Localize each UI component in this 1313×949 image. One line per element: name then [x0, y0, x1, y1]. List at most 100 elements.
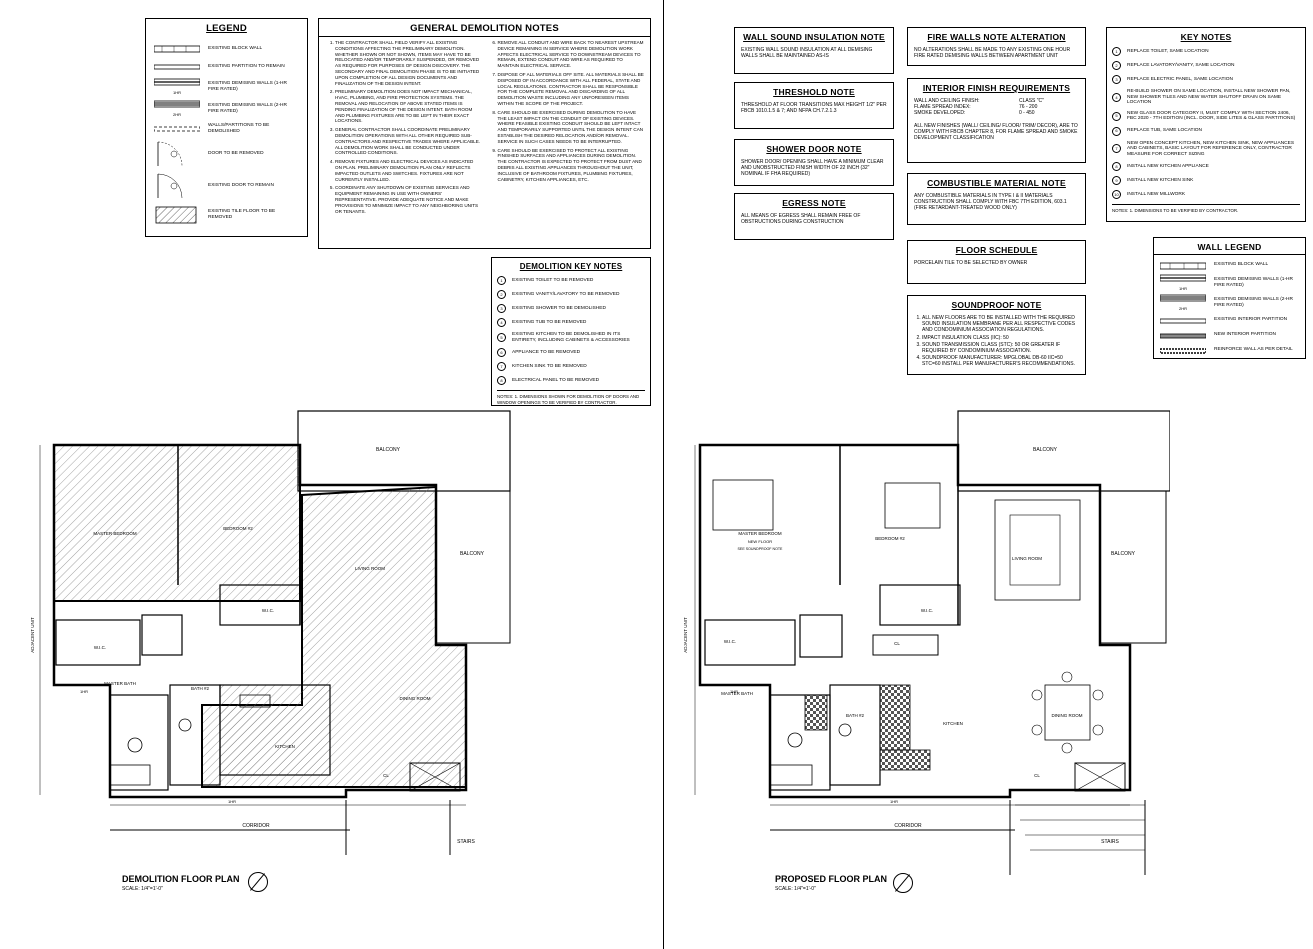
- soundproof-item: SOUNDPROOF MANUFACTURER: MPGLOBAL DB-60 …: [922, 355, 1079, 367]
- soundproof-title: SOUNDPROOF NOTE: [951, 300, 1042, 310]
- interior-finish-requirements: INTERIOR FINISH REQUIREMENTS WALL AND CE…: [907, 78, 1086, 163]
- key-note-item: 5 NEW GLASS DOOR CATEGORY II, MUST COMPLY…: [1112, 111, 1300, 122]
- key-text: NEW GLASS DOOR CATEGORY II, MUST COMPLY …: [1127, 110, 1296, 122]
- demolition-floor-plan: BALCONY BALCONY MASTER BEDROOM BEDROOM #…: [30, 410, 511, 855]
- room-label-bed2: BEDROOM #2: [875, 536, 905, 541]
- key-text: INSTALL NEW KITCHEN SINK: [1127, 177, 1194, 183]
- 2hr-wall-symbol: [153, 100, 201, 108]
- threshold-title: THRESHOLD NOTE: [773, 87, 855, 97]
- finish-key: FLAME SPREAD INDEX:: [914, 104, 971, 111]
- key-number: 3: [497, 304, 506, 313]
- room-label-balcony-top: BALCONY: [376, 447, 401, 453]
- shower-door-note: SHOWER DOOR NOTE SHOWER DOOR/ OPENING SH…: [734, 139, 894, 186]
- room-label-corridor: CORRIDOR: [242, 823, 270, 829]
- finish-row: FLAME SPREAD INDEX: 76 - 200: [914, 104, 1079, 110]
- wall-legend: WALL LEGEND EXISTING BLOCK WALL 1HR EXIS…: [1153, 237, 1306, 359]
- legend-row: 2HR EXISTING DEMISING WALLS (2-HR FIRE R…: [153, 98, 299, 120]
- key-text: REPLACE LAVATORY/VANITY, SAME LOCATION: [1127, 62, 1235, 68]
- room-label-dining: DINING ROOM: [1052, 713, 1083, 718]
- demo-note: REMOVE FIXTURES AND ELECTRICAL DEVICES A…: [335, 159, 482, 182]
- fire-walls-note: FIRE WALLS NOTE ALTERATION NO ALTERATION…: [907, 27, 1086, 66]
- wall-sound-text: EXISTING WALL SOUND INSULATION AT ALL DE…: [741, 47, 873, 60]
- wall-sound-note: WALL SOUND INSULATION NOTE EXISTING WALL…: [734, 27, 894, 74]
- key-text: EXISTING SHOWER TO BE DEMOLISHED: [512, 305, 606, 311]
- key-text: RE-BUILD SHOWER ON SAME LOCATION, INSTAL…: [1127, 89, 1291, 105]
- key-number: 7: [1112, 144, 1121, 154]
- door-removed-symbol: [157, 141, 183, 167]
- wall-legend-label: EXISTING INTERIOR PARTITION: [1214, 317, 1288, 323]
- proposed-plan-title: PROPOSED FLOOR PLAN: [775, 874, 888, 884]
- wall-legend-label: NEW INTERIOR PARTITION: [1214, 332, 1276, 338]
- demolish-wall-symbol: [154, 126, 200, 132]
- room-label-balcony-top: BALCONY: [1033, 447, 1058, 453]
- room-label-wic: W.I.C.: [94, 645, 106, 650]
- demolition-key-title: DEMOLITION KEY NOTES: [519, 262, 623, 271]
- key-notes-title: KEY NOTES: [1180, 32, 1232, 42]
- legend-row: EXISTING DOOR TO REMAIN: [154, 170, 299, 202]
- soundproof-item: SOUND TRANSMISSION CLASS (STC): 50 OR GR…: [922, 342, 1079, 354]
- partition-symbol: [154, 64, 200, 70]
- room-label-kitchen: KITCHEN: [943, 721, 963, 726]
- sheet-divider: [663, 0, 664, 949]
- block-wall-symbol: [154, 45, 200, 53]
- finish-value: 0 - 450: [1019, 110, 1035, 117]
- key-note-item: 10 INSTALL NEW MILLWORK: [1112, 190, 1300, 199]
- key-number: 10: [1112, 190, 1121, 199]
- wall-legend-title: WALL LEGEND: [1154, 238, 1305, 255]
- room-label-cl: CL: [383, 773, 389, 778]
- legend-title: LEGEND: [206, 23, 247, 34]
- soundproof-note: SOUNDPROOF NOTE ALL NEW FLOORS ARE TO BE…: [907, 295, 1086, 375]
- finish-text: ALL NEW FINISHES (WALL/ CEILING/ FLOOR/ …: [914, 122, 1078, 142]
- finish-value: 76 - 200: [1019, 104, 1038, 111]
- interior-finish-title: INTERIOR FINISH REQUIREMENTS: [922, 83, 1071, 93]
- finish-value: CLASS "C": [1019, 98, 1044, 104]
- soundproof-ref: SEE SOUNDPROOF NOTE: [738, 547, 784, 551]
- room-label-mbath: MASTER BATH: [104, 681, 136, 686]
- demo-note: CARE SHOULD BE EXERCISED TO PROTECT ALL …: [498, 148, 645, 183]
- key-text: INSTALL NEW MILLWORK: [1127, 191, 1186, 197]
- legend-tag: 2HR: [172, 111, 181, 117]
- key-number: 5: [1112, 111, 1121, 121]
- finish-key: WALL AND CEILING FINISH:: [914, 98, 980, 104]
- label-1hr: 1HR: [80, 689, 88, 694]
- key-text: NEW OPEN CONCEPT KITCHEN, NEW KITCHEN SI…: [1127, 140, 1295, 157]
- shower-door-text: SHOWER DOOR/ OPENING SHALL HAVE A MINIMU…: [741, 159, 884, 178]
- room-label-corridor: CORRIDOR: [894, 823, 922, 829]
- room-label-cl: CL: [894, 641, 900, 646]
- combustible-material-note: COMBUSTIBLE MATERIAL NOTE ANY COMBUSTIBL…: [907, 173, 1086, 225]
- finish-key: SMOKE DEVELOPED:: [914, 110, 966, 117]
- wall-legend-row: 2HR EXISTING DEMISING WALLS (2-HR FIRE R…: [1159, 293, 1299, 313]
- demolition-plan-scale: SCALE: 1/4"=1'-0": [122, 886, 163, 892]
- label-1hr: 1HR: [228, 799, 236, 804]
- key-text: EXISTING VANITY/LAVATORY TO BE REMOVED: [512, 291, 620, 297]
- room-label-master: MASTER BEDROOM: [93, 531, 137, 536]
- key-number: 8: [497, 376, 506, 385]
- combustible-text: ANY COMBUSTIBLE MATERIALS IN TYPE I & II…: [914, 193, 1067, 212]
- key-note-item: 8 ELECTRICAL PANEL TO BE REMOVED: [497, 376, 645, 385]
- wall-legend-tag: 2HR: [1178, 305, 1187, 311]
- wall-legend-label: EXISTING BLOCK WALL: [1214, 262, 1269, 268]
- finish-row: WALL AND CEILING FINISH: CLASS "C": [914, 98, 1079, 104]
- key-number: 9: [1112, 176, 1121, 185]
- legend-row: 1HR EXISTING DEMISING WALLS (1-HR FIRE R…: [153, 76, 299, 98]
- room-label-bed2: BEDROOM #2: [223, 526, 253, 531]
- shower-door-title: SHOWER DOOR NOTE: [766, 144, 862, 154]
- wall-legend-tag: 1HR: [1178, 285, 1187, 291]
- wall-legend-label: EXISTING DEMISING WALLS (2-HR FIRE RATED…: [1214, 296, 1293, 308]
- room-label-master: MASTER BEDROOM: [738, 531, 782, 536]
- legend-label: EXISTING DOOR TO REMAIN: [208, 182, 274, 188]
- 2hr-wall-symbol: [1159, 294, 1207, 302]
- key-text: ELECTRICAL PANEL TO BE REMOVED: [512, 377, 600, 383]
- new-partition-symbol: [1160, 333, 1206, 338]
- room-label-wic: W.I.C.: [262, 608, 274, 613]
- legend-label: EXISTING TILE FLOOR TO BE REMOVED: [208, 208, 276, 220]
- label-adjacent-unit: ADJACENT UNIT: [683, 617, 688, 653]
- key-number: 7: [497, 362, 506, 371]
- room-label-living: LIVING ROOM: [355, 566, 385, 571]
- floor-schedule: FLOOR SCHEDULE PORCELAIN TILE TO BE SELE…: [907, 240, 1086, 284]
- room-label-living: LIVING ROOM: [1012, 556, 1042, 561]
